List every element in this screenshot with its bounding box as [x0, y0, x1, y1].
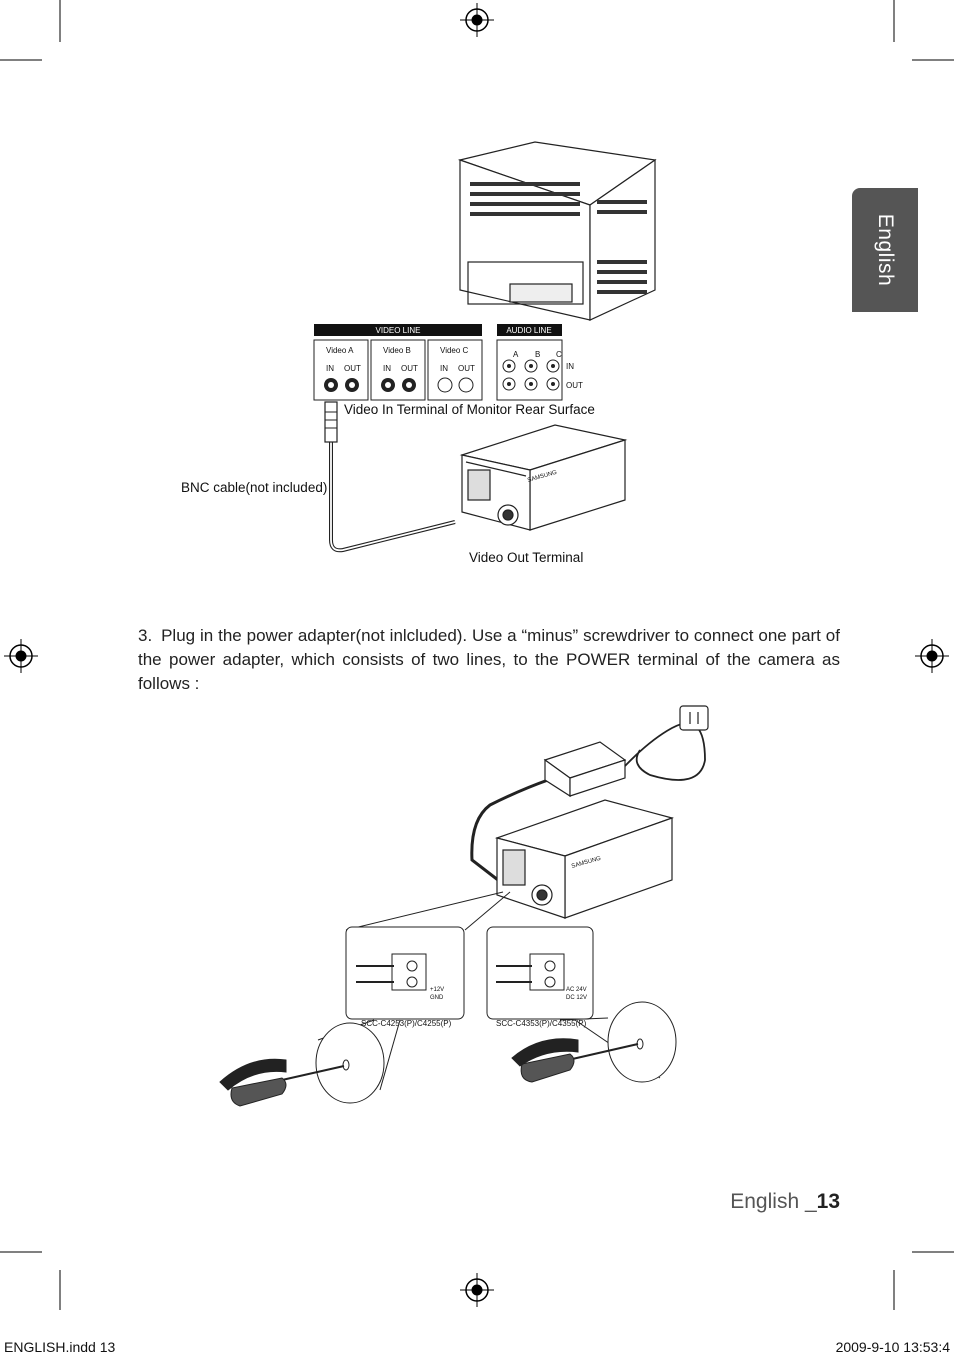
- audio-a-label: A: [513, 350, 519, 359]
- registration-mark-top: [460, 3, 494, 37]
- right-model-label: SCC-C4353(P)/C4355(P): [496, 1019, 587, 1028]
- left-voltage-2: GND: [430, 995, 444, 1001]
- video-in-terminal-label: Video In Terminal of Monitor Rear Surfac…: [344, 402, 595, 417]
- language-side-tab: English: [852, 188, 918, 312]
- terminal-detail-left: +12V GND SCC-C4253(P)/C4255(P): [345, 926, 465, 1028]
- crop-marks: [0, 0, 954, 1310]
- bnc-cable-label: BNC cable(not included): [181, 480, 328, 495]
- bnc-cable: [324, 401, 456, 553]
- out-label-c: OUT: [458, 364, 475, 373]
- camera-illustration-2: SAMSUNG: [345, 799, 675, 931]
- video-b-label: Video B: [383, 346, 411, 355]
- registration-mark-bottom: [460, 1273, 494, 1307]
- power-adapter-illustration: [470, 705, 709, 882]
- step-number: 3.: [138, 626, 153, 645]
- screwdriver-detail-left: [219, 1019, 401, 1107]
- step-3-paragraph: 3. Plug in the power adapter(not inlclud…: [138, 624, 840, 696]
- step-text: Plug in the power adapter(not inlcluded)…: [138, 626, 840, 693]
- video-line-header: VIDEO LINE: [376, 326, 421, 335]
- right-voltage-1: AC 24V: [566, 987, 587, 993]
- camera-illustration-1: SAMSUNG: [459, 424, 628, 531]
- in-label-b: IN: [383, 364, 391, 373]
- terminal-detail-right: AC 24V DC 12V SCC-C4353(P)/C4355(P): [486, 926, 594, 1028]
- audio-out-label: OUT: [566, 381, 583, 390]
- in-label-a: IN: [326, 364, 334, 373]
- audio-b-label: B: [535, 350, 540, 359]
- left-voltage-1: +12V: [430, 987, 444, 993]
- video-c-label: Video C: [440, 346, 469, 355]
- slug-file: ENGLISH.indd 13: [4, 1339, 116, 1355]
- audio-line-panel: AUDIO LINE A B C IN OUT: [496, 324, 583, 401]
- slug-timestamp: 2009-9-10 13:53:4: [835, 1339, 950, 1355]
- out-label-b: OUT: [401, 364, 418, 373]
- page-footer: English _13: [730, 1190, 840, 1214]
- side-tab-label: English: [874, 213, 897, 287]
- video-line-panel: VIDEO LINE Video A Video B Video C IN OU…: [313, 324, 483, 401]
- video-out-terminal-label: Video Out Terminal: [469, 550, 584, 565]
- out-label-a: OUT: [344, 364, 361, 373]
- audio-c-label: C: [556, 350, 562, 359]
- video-a-label: Video A: [326, 346, 354, 355]
- audio-in-label: IN: [566, 362, 574, 371]
- in-label-c: IN: [440, 364, 448, 373]
- right-voltage-2: DC 12V: [566, 995, 587, 1001]
- registration-mark-left: [4, 639, 38, 673]
- left-model-label: SCC-C4253(P)/C4255(P): [361, 1019, 452, 1028]
- monitor-illustration: [457, 141, 657, 321]
- footer-prefix: English _: [730, 1190, 817, 1213]
- registration-mark-right: [915, 639, 949, 673]
- page-number: 13: [816, 1190, 840, 1213]
- audio-line-header: AUDIO LINE: [506, 326, 551, 335]
- screwdriver-detail-right: [511, 1001, 677, 1083]
